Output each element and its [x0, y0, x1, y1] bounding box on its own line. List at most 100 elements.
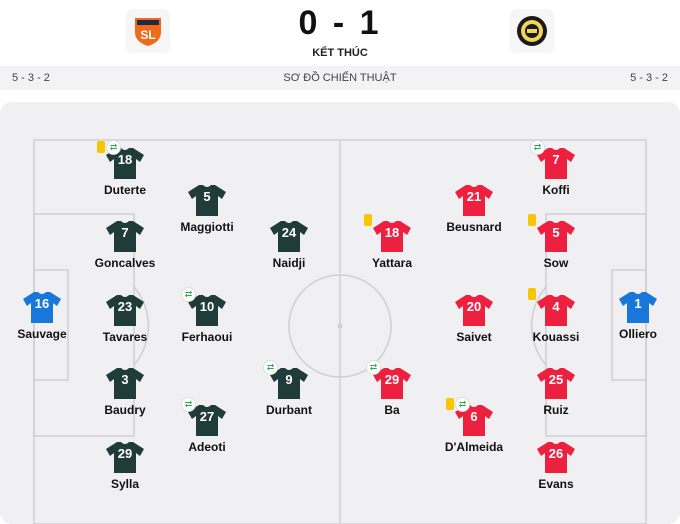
player-name: Sauvage [17, 327, 67, 341]
player-name: Adeoti [188, 440, 226, 454]
player-number: 18 [384, 225, 400, 240]
player-name: Duterte [103, 183, 146, 197]
substitution-icon: ⇄ [263, 360, 278, 375]
jersey-icon: 24 [269, 219, 309, 253]
player-number: 25 [548, 372, 564, 387]
jersey-icon: 5 [187, 183, 227, 217]
jersey-icon: 21 [454, 183, 494, 217]
jersey-icon: 25 [536, 366, 576, 400]
player-number: 9 [285, 372, 293, 387]
jersey-icon: 7⇄ [530, 140, 576, 180]
player-number: 29 [384, 372, 400, 387]
yellow-card-icon [528, 288, 536, 300]
away-player[interactable]: 29⇄ Ba [352, 360, 432, 417]
jersey-icon: 26 [536, 440, 576, 474]
away-player[interactable]: 7⇄Koffi [516, 140, 596, 197]
substitution-icon: ⇄ [106, 140, 121, 155]
player-name: Durbant [266, 403, 312, 417]
player-name: Sow [543, 256, 569, 270]
player-number: 20 [466, 299, 482, 314]
jersey-icon: 1 [618, 290, 658, 324]
player-name: Ferhaoui [181, 330, 233, 344]
player-number: 7 [121, 225, 129, 240]
player-name: Evans [538, 477, 574, 491]
player-name: Goncalves [94, 256, 156, 270]
player-name: Beusnard [446, 220, 502, 234]
jersey-icon: 18 [364, 214, 412, 253]
player-name: Maggiotti [180, 220, 234, 234]
home-player[interactable]: 10⇄ Ferhaoui [167, 287, 247, 344]
formation-bar: 5 - 3 - 2 SƠ ĐỒ CHIẾN THUẬT 5 - 3 - 2 [0, 66, 680, 90]
player-number: 27 [199, 409, 215, 424]
jersey-icon: 29⇄ [366, 360, 412, 400]
jersey-icon: 6⇄ [446, 397, 494, 437]
yellow-card-icon [97, 141, 105, 153]
home-team-logo[interactable]: SL [126, 9, 170, 53]
substitution-icon: ⇄ [181, 397, 196, 412]
player-name: Saivet [456, 330, 492, 344]
home-player[interactable]: 18⇄ Duterte [85, 140, 165, 197]
jersey-icon: 4 [528, 288, 576, 327]
player-name: Naidji [272, 256, 306, 270]
yellow-card-icon [528, 214, 536, 226]
svg-text:SL: SL [140, 28, 155, 42]
player-number: 21 [466, 189, 482, 204]
player-name: Tavares [102, 330, 148, 344]
away-player[interactable]: 6⇄ D'Almeida [434, 397, 514, 454]
player-number: 4 [552, 299, 560, 314]
jersey-icon: 23 [105, 293, 145, 327]
jersey-icon: 7 [105, 219, 145, 253]
player-name: Olliero [618, 327, 657, 341]
substitution-icon: ⇄ [366, 360, 381, 375]
player-name: Koffi [542, 183, 570, 197]
jersey-icon: 3 [105, 366, 145, 400]
player-name: Kouassi [532, 330, 580, 344]
player-name: Ruiz [543, 403, 569, 417]
player-number: 6 [470, 409, 478, 424]
player-number: 16 [34, 296, 50, 311]
jersey-icon: 9⇄ [263, 360, 309, 400]
player-number: 5 [552, 225, 560, 240]
match-header: SL 0 - 1 KẾT THÚC [0, 0, 680, 66]
formation-title: SƠ ĐỒ CHIẾN THUẬT [283, 72, 397, 84]
jersey-icon: 16 [22, 290, 62, 324]
player-number: 24 [281, 225, 297, 240]
home-player[interactable]: 27⇄ Adeoti [167, 397, 247, 454]
player-name: Ba [384, 403, 400, 417]
player-number: 7 [552, 152, 560, 167]
player-number: 10 [199, 299, 215, 314]
substitution-icon: ⇄ [455, 397, 470, 412]
jersey-icon: 5 [528, 214, 576, 253]
player-number: 1 [634, 296, 642, 311]
player-number: 3 [121, 372, 129, 387]
match-status: KẾT THÚC [312, 47, 368, 59]
away-team-logo[interactable] [510, 9, 554, 53]
jersey-icon: 18⇄ [97, 140, 145, 180]
player-number: 5 [203, 189, 211, 204]
player-number: 26 [548, 446, 564, 461]
jersey-icon: 10⇄ [181, 287, 227, 327]
away-formation: 5 - 3 - 2 [630, 72, 668, 84]
home-formation: 5 - 3 - 2 [12, 72, 50, 84]
substitution-icon: ⇄ [530, 140, 545, 155]
home-player[interactable]: 9⇄Durbant [249, 360, 329, 417]
jersey-icon: 27⇄ [181, 397, 227, 437]
player-name: D'Almeida [444, 440, 504, 454]
jersey-icon: 20 [454, 293, 494, 327]
player-name: Baudry [104, 403, 146, 417]
